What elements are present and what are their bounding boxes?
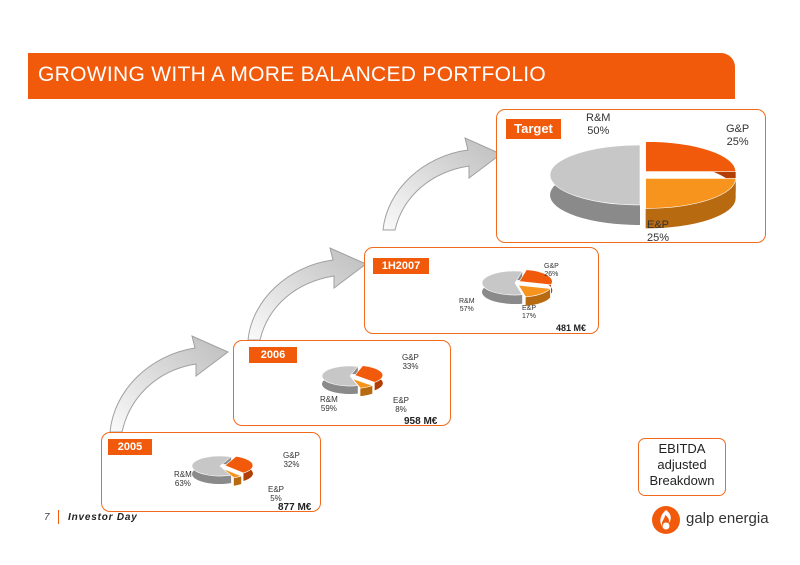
rm-label-1h2007: R&M 57% <box>459 298 475 314</box>
period-tag-2006: 2006 <box>249 347 297 363</box>
pie-target-gp-slice <box>645 141 736 192</box>
pie-target-rm-slice <box>549 144 641 225</box>
galp-flame-icon <box>652 506 680 534</box>
period-tag-1h2007: 1H2007 <box>373 258 429 274</box>
pie-2006-rm-slice <box>321 365 359 394</box>
footer-divider <box>58 510 59 524</box>
rm-label-2005: R&M 63% <box>174 470 192 489</box>
footer-title: Investor Day <box>68 512 138 523</box>
rm-label-2006: R&M 59% <box>320 395 338 414</box>
ep-label-1h2007: E&P 17% <box>522 305 537 321</box>
gp-label-2005: G&P 32% <box>283 451 300 470</box>
rm-label-target: R&M 50% <box>586 112 611 137</box>
total-1h2007: 481 M€ <box>556 323 587 333</box>
ep-label-2005: E&P 5% <box>268 485 285 504</box>
ebitda-legend-box: EBITDA adjusted Breakdown <box>638 438 726 496</box>
pie-2005-gp-slice <box>224 456 254 482</box>
pie-target-ep-slice <box>645 178 736 229</box>
total-2005: 877 M€ <box>278 502 312 513</box>
page-number: 7 <box>44 512 50 523</box>
pie-1h2007-gp-slice <box>518 269 553 294</box>
gp-label-1h2007: G&P 26% <box>544 263 559 279</box>
pie-1h2007-ep-slice <box>517 284 551 306</box>
pie-2006-ep-slice <box>351 377 374 397</box>
title-banner: GROWING WITH A MORE BALANCED PORTFOLIO <box>28 53 735 99</box>
gp-label-target: G&P 25% <box>726 123 750 148</box>
gp-label-2006: G&P 33% <box>402 353 419 372</box>
pie-2005-ep-slice <box>222 468 243 486</box>
period-tag-2005: 2005 <box>108 439 152 455</box>
pie-1h2007-rm-slice <box>481 270 523 304</box>
pie-2005-rm-slice <box>191 455 232 485</box>
period-tag-target: Target <box>506 119 561 139</box>
slide-title: GROWING WITH A MORE BALANCED PORTFOLIO <box>38 63 547 86</box>
ep-label-target: E&P 25% <box>647 219 670 244</box>
company-logo-text: galp energia <box>686 510 769 527</box>
growth-arrow-1 <box>109 335 229 433</box>
pie-2006-gp-slice <box>354 365 384 391</box>
total-2006: 958 M€ <box>404 416 438 427</box>
ep-label-2006: E&P 8% <box>393 396 410 415</box>
